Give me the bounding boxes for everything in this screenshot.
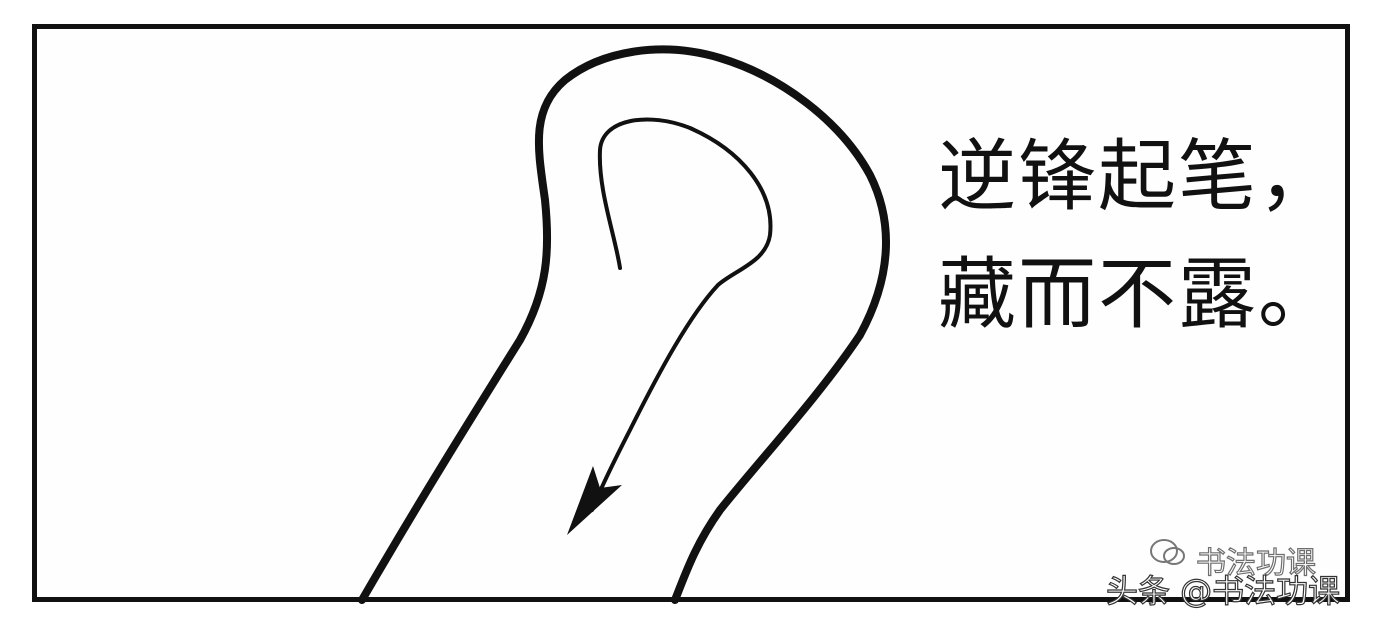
toutiao-watermark: 头条 @书法功课 (1105, 571, 1341, 610)
caption-line-1: 逆锋起笔， (938, 132, 1339, 222)
arrow-down-left-icon (567, 466, 622, 535)
diagram-frame (32, 24, 1350, 602)
wechat-icon (1150, 539, 1185, 565)
brush-path-line (590, 117, 773, 512)
wechat-watermark: 书法功课 (1195, 545, 1316, 581)
caption-text: 逆锋起笔， 藏而不露。 (938, 118, 1338, 354)
brush-stroke-outline (358, 45, 891, 604)
caption-line-2: 藏而不露。 (938, 250, 1339, 340)
